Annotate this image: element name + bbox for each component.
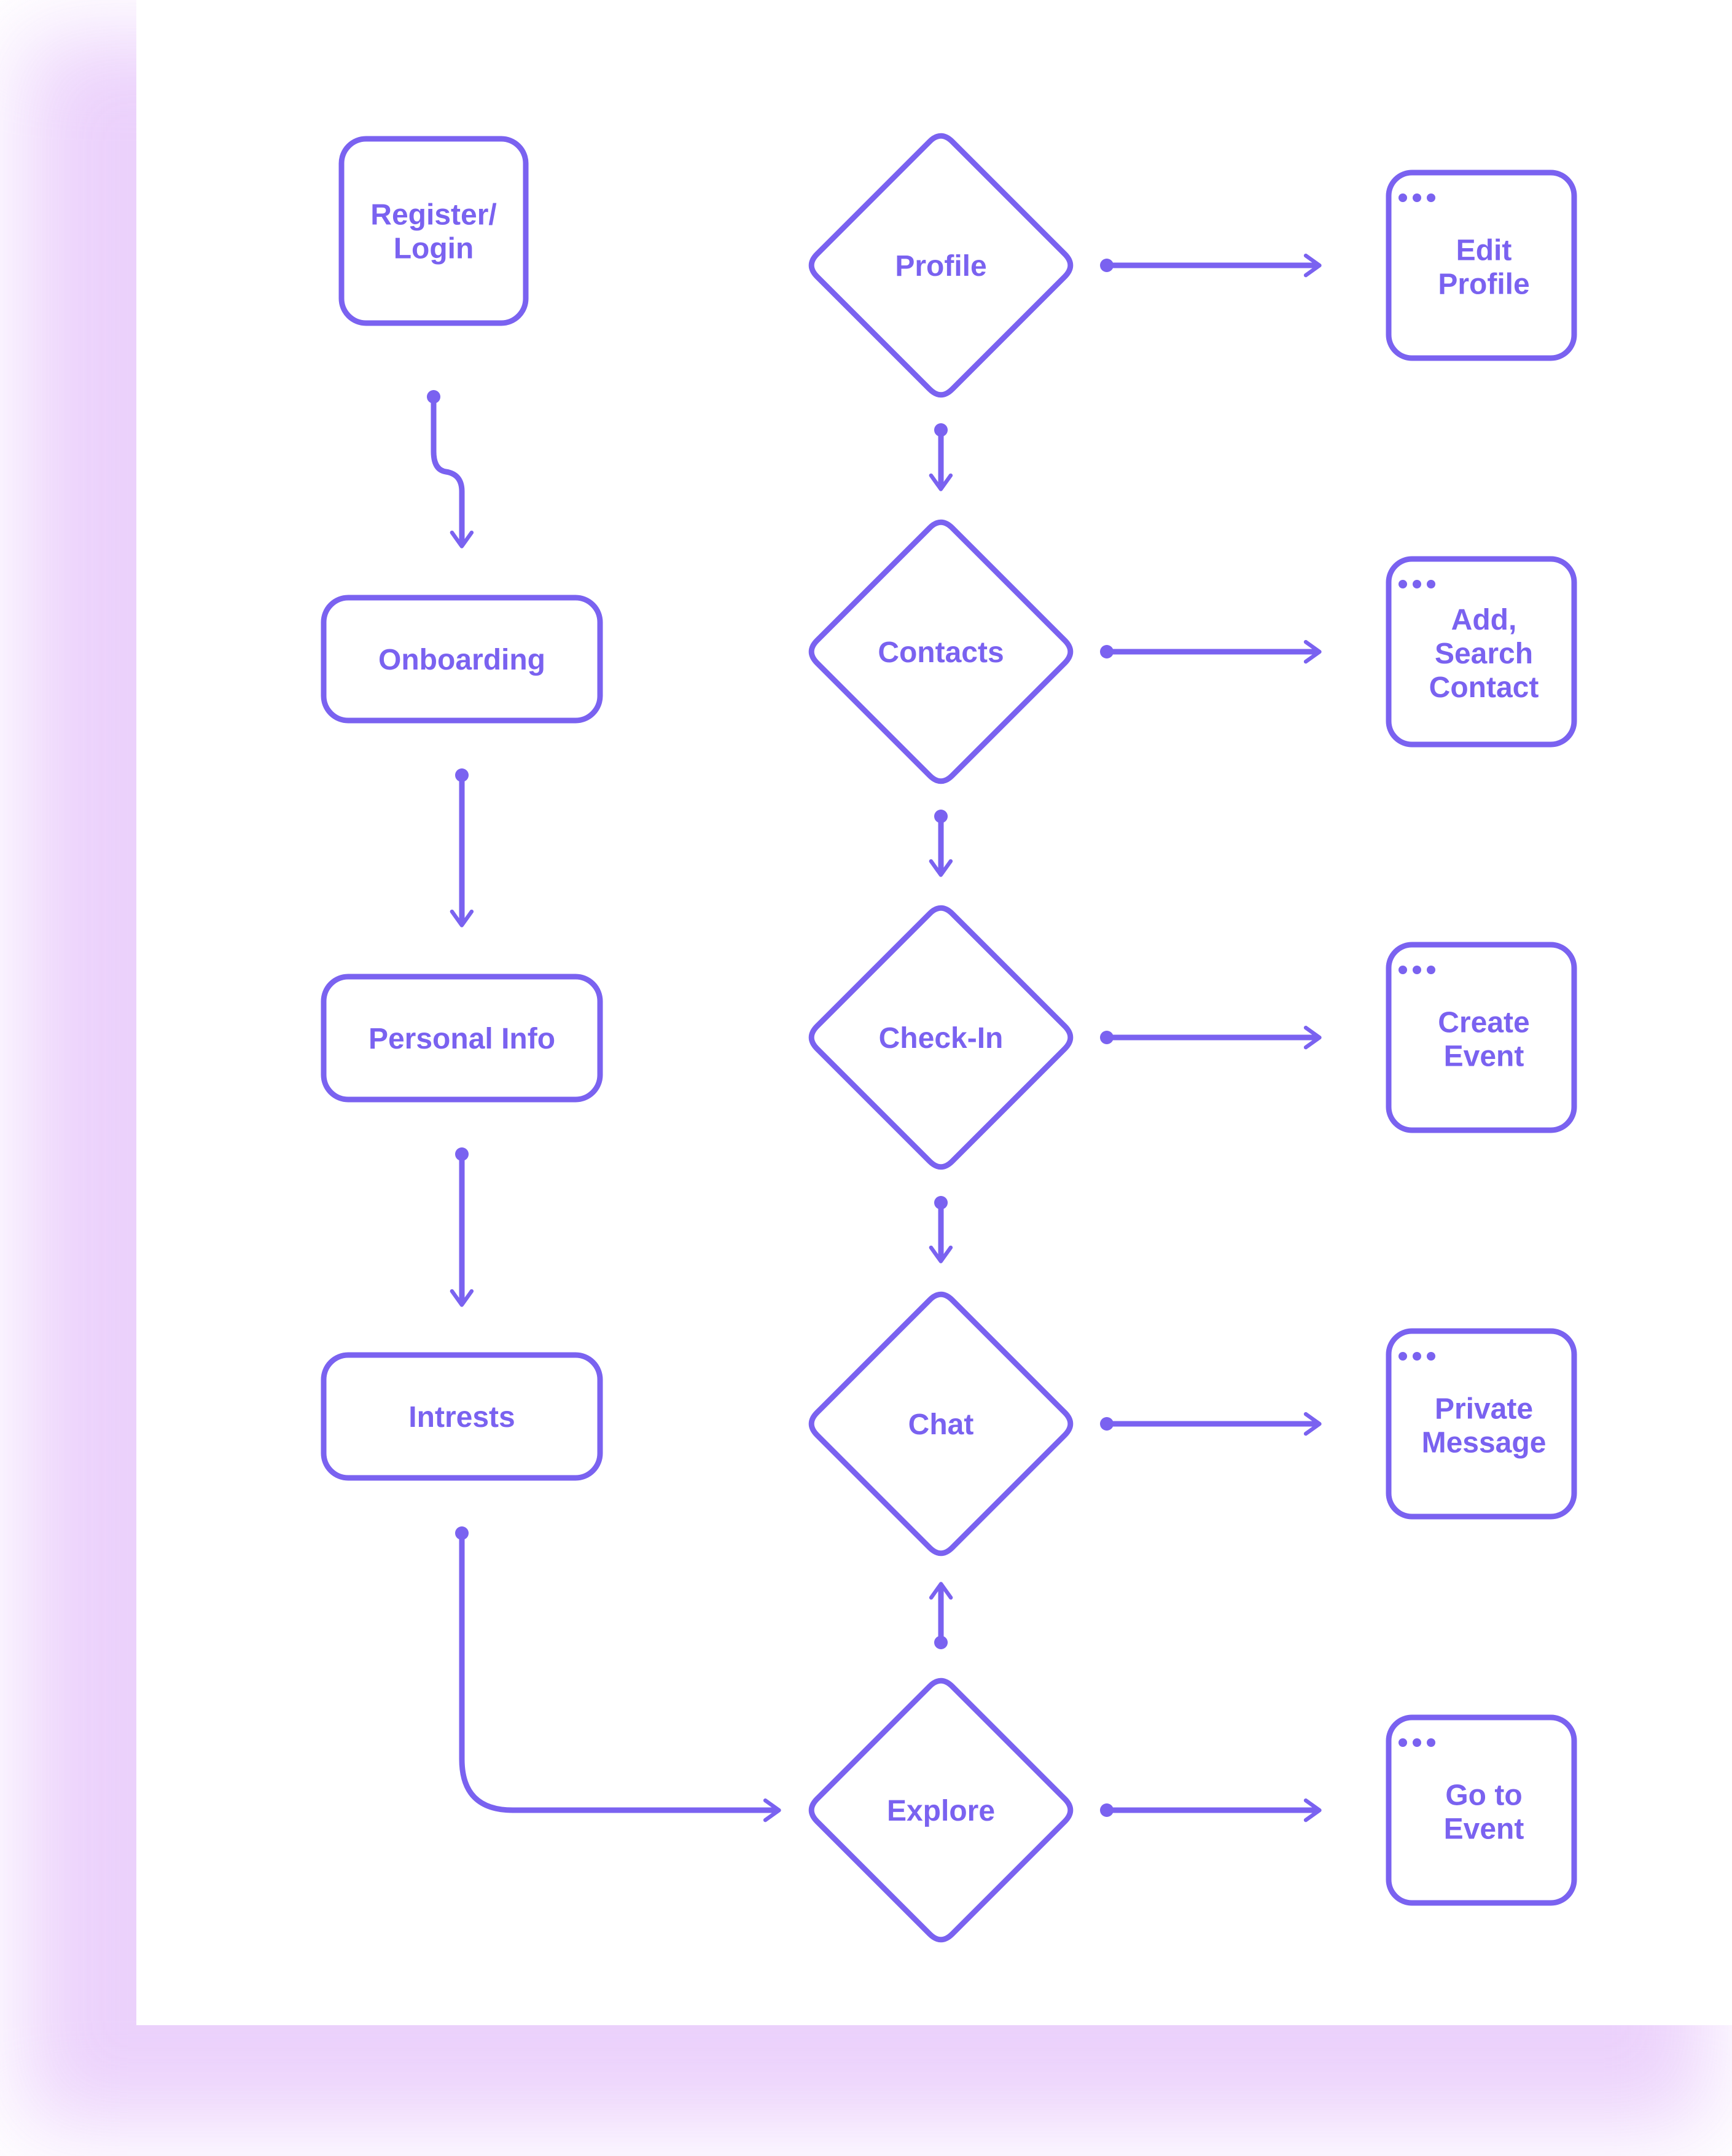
- more-dots-icon: [1398, 1352, 1435, 1361]
- node-label-line: Login: [394, 233, 474, 265]
- connector-explore-to-screen: [1100, 1798, 1322, 1822]
- connector-contacts-to-screen: [1100, 639, 1322, 664]
- screen-box: [1386, 942, 1577, 1133]
- node-label-line: Add,: [1451, 604, 1517, 636]
- screen-box: [1386, 1714, 1577, 1906]
- decision-diamond: [808, 519, 1074, 784]
- decision-node-check-in[interactable]: Check-In: [808, 905, 1074, 1170]
- node-label-line: Go to: [1445, 1779, 1522, 1812]
- process-box: [321, 595, 603, 724]
- decision-diamond: [808, 1291, 1074, 1556]
- decision-node-explore[interactable]: Explore: [808, 1678, 1074, 1943]
- connector-intrests-to-explore: [455, 1526, 781, 1822]
- diagram-card: [136, 0, 1732, 2025]
- node-label-line: Onboarding: [378, 644, 545, 676]
- node-label-line: Explore: [887, 1795, 995, 1827]
- process-node-intrests[interactable]: Intrests: [321, 1352, 603, 1481]
- connector-profile-to-screen: [1100, 253, 1322, 278]
- decision-diamond: [808, 1678, 1074, 1943]
- node-label-line: Chat: [908, 1408, 974, 1441]
- node-label-line: Private: [1435, 1393, 1533, 1426]
- screen-box: [1386, 1328, 1577, 1520]
- node-label-line: Search: [1435, 638, 1533, 670]
- more-dots-icon: [1398, 580, 1435, 588]
- decision-node-profile[interactable]: Profile: [808, 133, 1074, 398]
- decision-diamond: [808, 133, 1074, 398]
- process-node-onboarding[interactable]: Onboarding: [321, 595, 603, 724]
- node-label-line: Event: [1444, 1041, 1524, 1073]
- node-label-line: Intrests: [408, 1401, 515, 1434]
- more-dots-icon: [1398, 193, 1435, 202]
- connector-contacts-to-check-in: [929, 810, 953, 877]
- connector-check-in-to-chat: [929, 1196, 953, 1264]
- connector-chat-to-screen: [1100, 1412, 1322, 1436]
- connector-onboarding-to-personal-info: [450, 768, 474, 928]
- screen-box: [1386, 170, 1577, 361]
- more-dots-icon: [1398, 966, 1435, 974]
- connector-explore-to-chat: [929, 1582, 953, 1649]
- decision-node-chat[interactable]: Chat: [808, 1291, 1074, 1556]
- node-label-line: Event: [1444, 1813, 1524, 1846]
- more-dots-icon: [1398, 1738, 1435, 1747]
- node-label-line: Register/: [370, 199, 496, 232]
- process-box: [321, 1352, 603, 1481]
- node-label-line: Contact: [1429, 671, 1539, 704]
- connector-personal-info-to-intrests: [450, 1147, 474, 1307]
- node-label-line: Check-In: [879, 1022, 1004, 1055]
- node-label-line: Message: [1422, 1427, 1547, 1459]
- process-node-register-login[interactable]: Register/Login: [338, 136, 529, 326]
- node-label-line: Personal Info: [369, 1023, 555, 1055]
- connector-profile-to-contacts: [929, 423, 953, 491]
- node-label-line: Profile: [895, 250, 986, 283]
- connector-check-in-to-screen: [1100, 1025, 1322, 1050]
- connector-register-to-onboarding: [427, 390, 474, 549]
- process-node-personal-info[interactable]: Personal Info: [321, 974, 603, 1103]
- node-label-line: Create: [1438, 1007, 1529, 1039]
- screen-box: [1386, 556, 1577, 748]
- decision-node-contacts[interactable]: Contacts: [808, 519, 1074, 784]
- node-label-line: Contacts: [878, 636, 1004, 669]
- node-label-line: Profile: [1438, 268, 1529, 301]
- node-label-line: Edit: [1456, 235, 1512, 267]
- connectors: [427, 253, 1322, 1822]
- process-box: [321, 974, 603, 1103]
- process-box: [338, 136, 529, 326]
- decision-diamond: [808, 905, 1074, 1170]
